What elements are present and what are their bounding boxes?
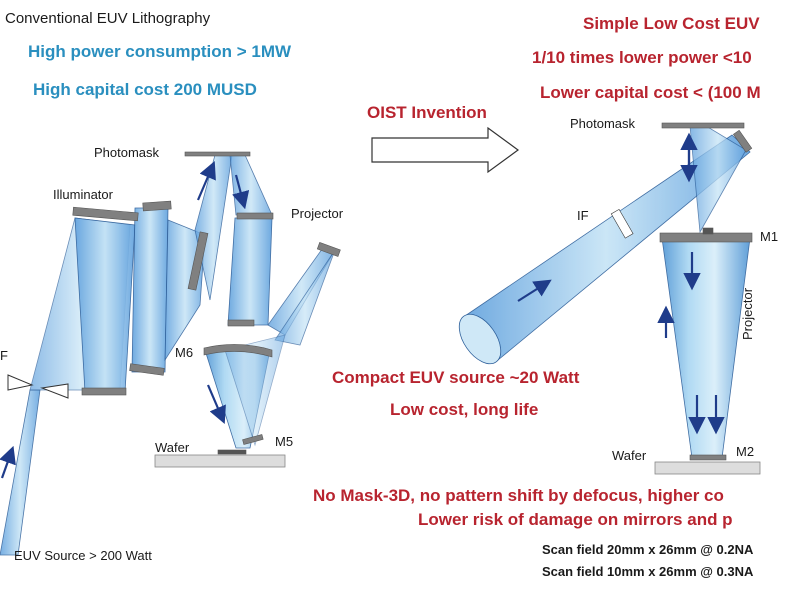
label-wafer-left: Wafer <box>155 440 190 455</box>
label-photomask-left: Photomask <box>94 145 160 160</box>
conventional-power-claim: High power consumption > 1MW <box>28 42 292 61</box>
oist-arrows <box>517 132 725 435</box>
conventional-if-blades <box>7 374 69 399</box>
source-life-claim: Low cost, long life <box>390 400 539 419</box>
projector-beam-1 <box>229 154 273 216</box>
label-projector-right: Projector <box>740 287 755 340</box>
label-m6: M6 <box>175 345 194 360</box>
oist-source-end <box>458 313 502 365</box>
conventional-optics <box>0 154 336 556</box>
oist-cost-claim: Lower capital cost < (100 M <box>540 83 761 102</box>
projector-cone-inner <box>224 334 286 447</box>
label-if-left: F <box>0 348 8 363</box>
oist-projector-cone <box>661 237 751 459</box>
label-m1: M1 <box>760 229 779 244</box>
conventional-wafer <box>154 454 286 468</box>
conventional-title: Conventional EUV Lithography <box>5 10 211 27</box>
benefit-1: No Mask-3D, no pattern shift by defocus,… <box>313 486 724 505</box>
invention-label: OIST Invention <box>367 103 487 122</box>
compact-source-claim: Compact EUV source ~20 Watt <box>332 368 580 387</box>
label-wafer-right: Wafer <box>612 448 647 463</box>
oist-wafer <box>654 461 761 475</box>
label-projector-left: Projector <box>291 206 344 221</box>
oist-optics <box>458 125 751 459</box>
illuminator-beam-1 <box>74 217 136 393</box>
label-m2: M2 <box>736 444 755 459</box>
label-if-right: IF <box>577 208 589 223</box>
label-photomask-right: Photomask <box>570 116 636 131</box>
label-euv-source: EUV Source > 200 Watt <box>14 548 152 563</box>
conventional-arrows <box>0 160 250 479</box>
projector-beam-2 <box>227 217 273 326</box>
source-beam <box>0 389 41 556</box>
invention-arrow <box>371 126 520 174</box>
projector-beam-4 <box>274 249 336 346</box>
scan-field-2: Scan field 10mm x 26mm @ 0.3NA <box>542 564 754 579</box>
benefit-2: Lower risk of damage on mirrors and p <box>418 510 733 529</box>
label-illuminator: Illuminator <box>53 187 113 202</box>
conventional-cost-claim: High capital cost 200 MUSD <box>33 80 257 99</box>
conventional-mirrors <box>72 151 341 455</box>
oist-power-claim: 1/10 times lower power <10 <box>532 48 752 67</box>
label-m5: M5 <box>275 434 294 449</box>
oist-mirrors <box>610 122 753 461</box>
scan-field-1: Scan field 20mm x 26mm @ 0.2NA <box>542 542 754 557</box>
oist-title: Simple Low Cost EUV <box>583 14 760 33</box>
illuminator-beam-2 <box>131 207 169 373</box>
